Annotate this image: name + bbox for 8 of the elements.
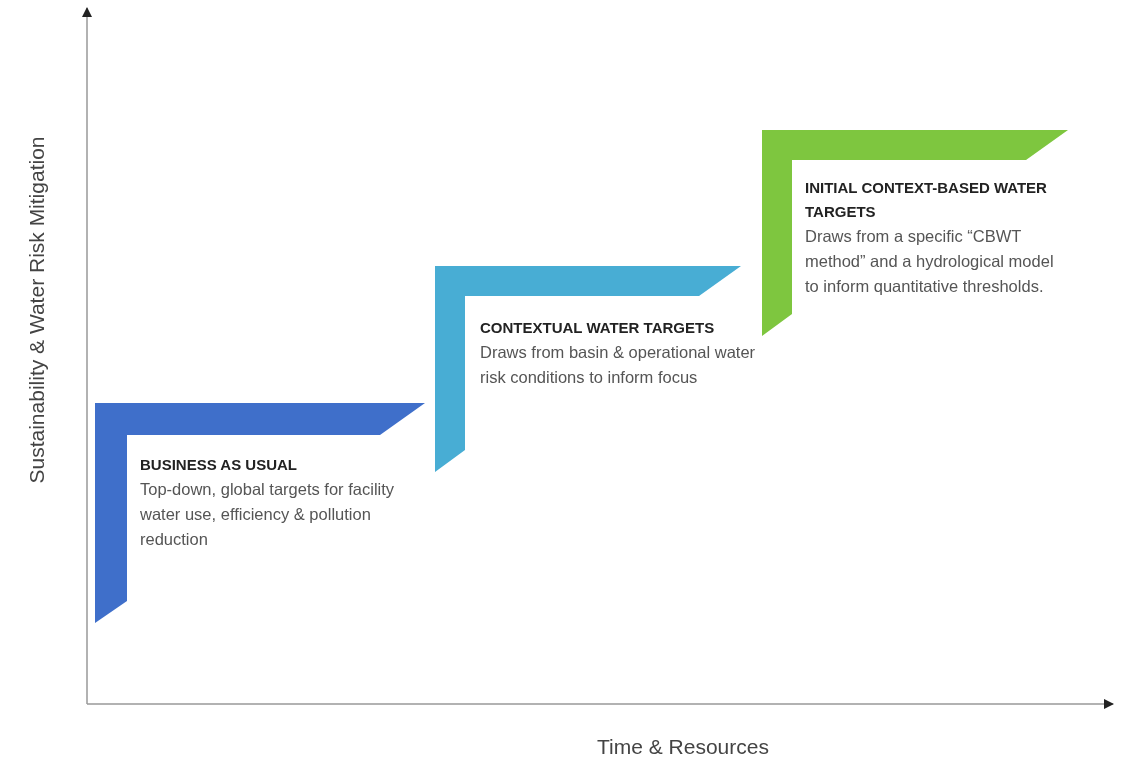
- y-axis-title: Sustainability & Water Risk Mitigation: [24, 136, 48, 484]
- step-description: Draws from basin & operational water risk conditions to inform focus: [480, 342, 757, 388]
- step-description: Draws from a specific “CBWT method” and a hydrological model to inform quantitative thresholds.: [805, 226, 1055, 297]
- step-heading: BUSINESS AS USUAL: [140, 455, 298, 475]
- step-heading: CONTEXTUAL WATER TARGETS: [480, 318, 716, 338]
- step-description: Top-down, global targets for facility water use, efficiency & pollution reduction: [140, 479, 396, 550]
- step-heading: INITIAL CONTEXT-BASED WATER TARGETS: [805, 178, 1048, 222]
- x-axis-title: Time & Resources: [597, 735, 769, 759]
